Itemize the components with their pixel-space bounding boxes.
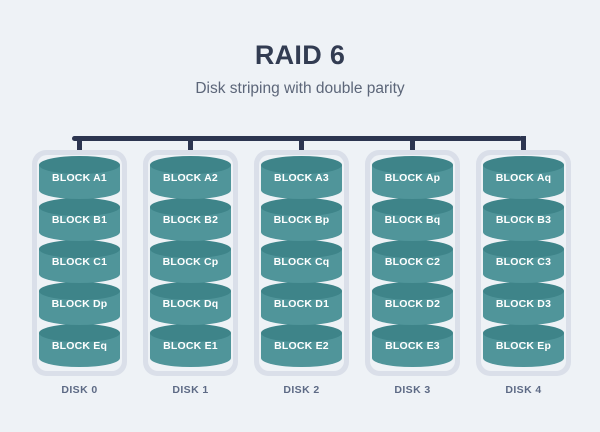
disk-block[interactable]: BLOCK Aq xyxy=(483,156,564,207)
disk-block-label: BLOCK D3 xyxy=(495,298,552,310)
cylinder-top xyxy=(483,240,564,258)
cylinder-top xyxy=(483,282,564,300)
disk-block-label: BLOCK Bp xyxy=(273,214,330,226)
disk-block-label: BLOCK D2 xyxy=(384,298,441,310)
cylinder-top xyxy=(39,240,120,258)
disk-label: DISK 2 xyxy=(283,384,320,396)
disk-block[interactable]: BLOCK E2 xyxy=(261,324,342,375)
block-stack: BLOCK Ap BLOCK Bq BLOCK C2 BLOCK D2 BLOCK E3 xyxy=(372,156,453,370)
block-stack: BLOCK A1 BLOCK B1 BLOCK C1 BLOCK Dp BLOCK Eq xyxy=(39,156,120,370)
cylinder-top xyxy=(483,156,564,174)
cylinder-top xyxy=(483,198,564,216)
disk-block-label: BLOCK Dp xyxy=(51,298,108,310)
disk-column[interactable]: BLOCK A3 BLOCK Bp BLOCK Cq BLOCK D1 BLOCK E2… xyxy=(254,150,349,400)
disk-block-label: BLOCK Ap xyxy=(384,172,441,184)
disk-block-label: BLOCK Bq xyxy=(384,214,441,226)
cylinder-top xyxy=(483,324,564,342)
cylinder-top xyxy=(261,240,342,258)
disk-block[interactable]: BLOCK B2 xyxy=(150,198,231,249)
cylinder-top xyxy=(150,156,231,174)
disk-block-label: BLOCK E1 xyxy=(163,340,218,352)
cylinder-top xyxy=(372,282,453,300)
block-stack: BLOCK Aq BLOCK B3 BLOCK C3 BLOCK D3 BLOCK Ep xyxy=(483,156,564,370)
cylinder-top xyxy=(150,324,231,342)
disk-block-label: BLOCK C2 xyxy=(384,256,441,268)
disk-block[interactable]: BLOCK D2 xyxy=(372,282,453,333)
cylinder-top xyxy=(372,240,453,258)
disk-block[interactable]: BLOCK D3 xyxy=(483,282,564,333)
disk-label: DISK 1 xyxy=(172,384,209,396)
disk-block[interactable]: BLOCK C2 xyxy=(372,240,453,291)
disk-block-label: BLOCK B2 xyxy=(162,214,219,226)
cylinder-top xyxy=(372,198,453,216)
disk-block[interactable]: BLOCK B1 xyxy=(39,198,120,249)
disk-column[interactable]: BLOCK Aq BLOCK B3 BLOCK C3 BLOCK D3 BLOCK Ep… xyxy=(476,150,571,400)
disk-block-label: BLOCK Dq xyxy=(162,298,219,310)
disk-block[interactable]: BLOCK Bp xyxy=(261,198,342,249)
disk-block[interactable]: BLOCK C1 xyxy=(39,240,120,291)
cylinder-top xyxy=(261,156,342,174)
cylinder-top xyxy=(150,240,231,258)
disk-block-label: BLOCK C1 xyxy=(51,256,108,268)
cylinder-top xyxy=(261,198,342,216)
controller-bus-line xyxy=(72,136,522,141)
block-stack: BLOCK A3 BLOCK Bp BLOCK Cq BLOCK D1 BLOCK E2 xyxy=(261,156,342,370)
disk-block[interactable]: BLOCK A1 xyxy=(39,156,120,207)
disk-block-label: BLOCK D1 xyxy=(273,298,330,310)
disk-block[interactable]: BLOCK E3 xyxy=(372,324,453,375)
disk-column[interactable]: BLOCK A2 BLOCK B2 BLOCK Cp BLOCK Dq BLOCK E1… xyxy=(143,150,238,400)
page-title: RAID 6 xyxy=(254,40,346,70)
disk-block[interactable]: BLOCK Bq xyxy=(372,198,453,249)
disk-block-label: BLOCK B1 xyxy=(51,214,108,226)
disk-block-label: BLOCK A1 xyxy=(52,172,107,184)
disk-label: DISK 0 xyxy=(61,384,98,396)
disk-block-label: BLOCK C3 xyxy=(495,256,552,268)
disk-block[interactable]: BLOCK Ep xyxy=(483,324,564,375)
disk-block-label: BLOCK A2 xyxy=(163,172,218,184)
cylinder-top xyxy=(150,282,231,300)
cylinder-top xyxy=(261,324,342,342)
disk-block[interactable]: BLOCK Ap xyxy=(372,156,453,207)
disk-block[interactable]: BLOCK Cp xyxy=(150,240,231,291)
cylinder-top xyxy=(39,324,120,342)
disk-block[interactable]: BLOCK C3 xyxy=(483,240,564,291)
disk-label: DISK 3 xyxy=(394,384,431,396)
diagram-header: RAID 6 Disk striping with double parity xyxy=(0,0,600,98)
disk-column[interactable]: BLOCK A1 BLOCK B1 BLOCK C1 BLOCK Dp BLOCK Eq… xyxy=(32,150,127,400)
cylinder-top xyxy=(39,198,120,216)
cylinder-top xyxy=(150,198,231,216)
cylinder-top xyxy=(372,156,453,174)
disk-label: DISK 4 xyxy=(505,384,542,396)
disk-block-label: BLOCK E3 xyxy=(385,340,440,352)
disk-block[interactable]: BLOCK Dp xyxy=(39,282,120,333)
disk-block-label: BLOCK B3 xyxy=(495,214,552,226)
disk-block[interactable]: BLOCK A2 xyxy=(150,156,231,207)
cylinder-top xyxy=(39,282,120,300)
disk-block-label: BLOCK Cp xyxy=(162,256,219,268)
disk-block[interactable]: BLOCK E1 xyxy=(150,324,231,375)
disk-array: BLOCK A1 BLOCK B1 BLOCK C1 BLOCK Dp BLOCK Eq… xyxy=(0,150,600,400)
cylinder-top xyxy=(261,282,342,300)
disk-block-label: BLOCK Aq xyxy=(495,172,552,184)
cylinder-top xyxy=(39,156,120,174)
disk-block[interactable]: BLOCK D1 xyxy=(261,282,342,333)
disk-block[interactable]: BLOCK Eq xyxy=(39,324,120,375)
disk-block-label: BLOCK A3 xyxy=(274,172,329,184)
cylinder-top xyxy=(372,324,453,342)
disk-block[interactable]: BLOCK Cq xyxy=(261,240,342,291)
disk-block-label: BLOCK Ep xyxy=(495,340,552,352)
page-subtitle: Disk striping with double parity xyxy=(195,80,405,97)
disk-block-label: BLOCK Cq xyxy=(273,256,330,268)
disk-block[interactable]: BLOCK Dq xyxy=(150,282,231,333)
disk-block-label: BLOCK E2 xyxy=(274,340,329,352)
disk-block-label: BLOCK Eq xyxy=(51,340,108,352)
disk-column[interactable]: BLOCK Ap BLOCK Bq BLOCK C2 BLOCK D2 BLOCK E3… xyxy=(365,150,460,400)
block-stack: BLOCK A2 BLOCK B2 BLOCK Cp BLOCK Dq BLOCK E1 xyxy=(150,156,231,370)
disk-block[interactable]: BLOCK B3 xyxy=(483,198,564,249)
disk-block[interactable]: BLOCK A3 xyxy=(261,156,342,207)
